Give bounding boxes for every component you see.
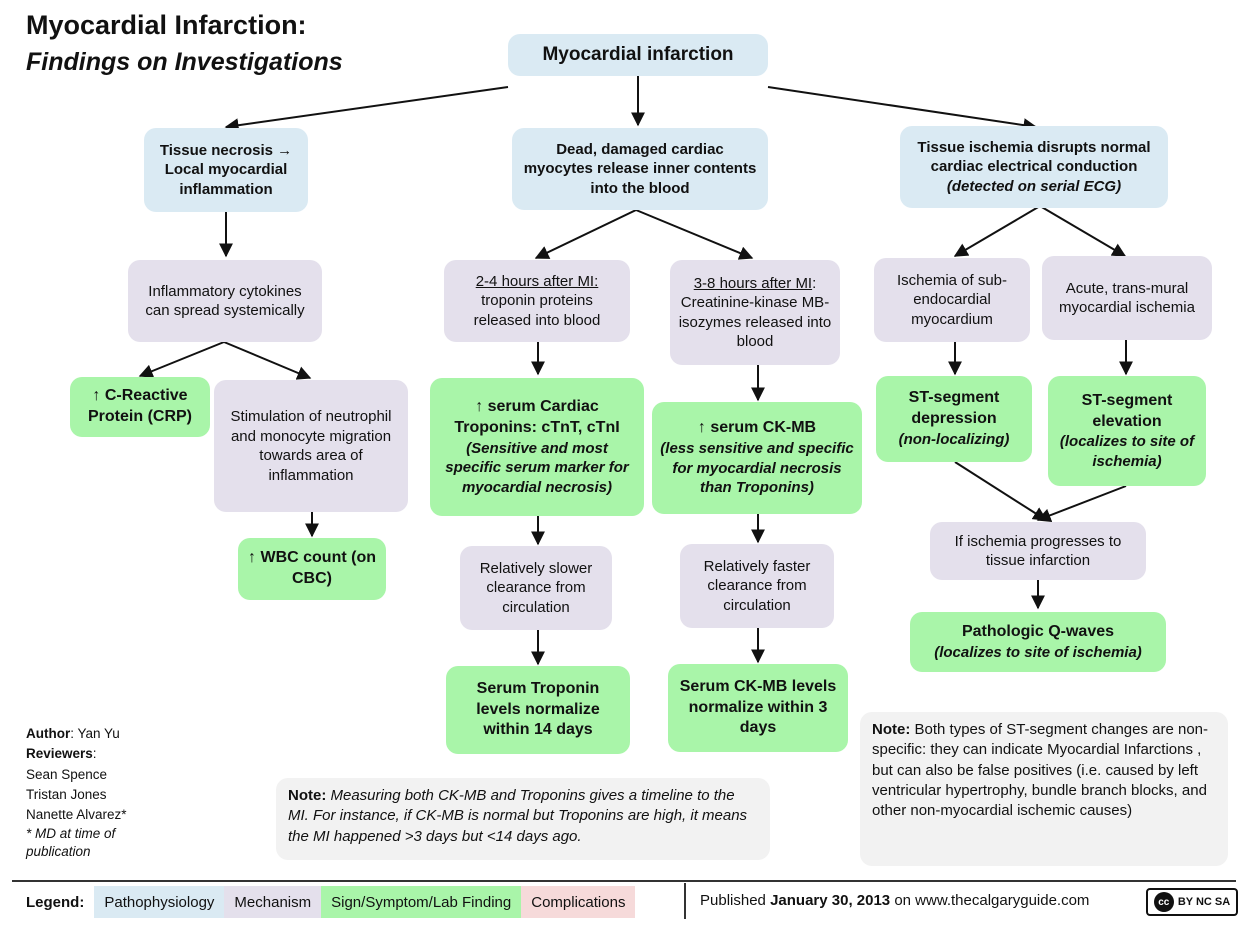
node-label: ST-segment depression	[908, 389, 1000, 428]
node-troponin-normalize: Serum Troponin levels normalize within 1…	[446, 666, 630, 754]
node-q-waves: Pathologic Q-waves (localizes to site of…	[910, 612, 1166, 672]
legend-item-sign-symptom: Sign/Symptom/Lab Finding	[321, 886, 522, 918]
note-text: Both types of ST-segment changes are non…	[872, 721, 1209, 819]
published-prefix: Published	[700, 892, 766, 909]
page-title: Myocardial Infarction:	[26, 10, 307, 40]
node-label: Tissue ischemia disrupts normal cardiac …	[917, 138, 1151, 176]
node-label: Relatively faster clearance from circula…	[703, 557, 811, 614]
node-ckmb-clearance: Relatively faster clearance from circula…	[680, 544, 834, 628]
note-text: Measuring both CK-MB and Troponins gives…	[288, 787, 748, 845]
reviewer-name: Nanette Alvarez*	[26, 807, 127, 822]
credits-footnote: * MD at time of publication	[26, 826, 116, 860]
node-label: Tissue necrosis → Local myocardial infla…	[159, 141, 293, 198]
node-label: ↑ C-Reactive Protein (CRP)	[88, 387, 192, 425]
legend-item-complications: Complications	[521, 886, 636, 918]
node-label: Serum CK-MB levels normalize within 3 da…	[679, 677, 837, 737]
node-label: Pathologic Q-waves	[961, 622, 1115, 640]
node-label: ↑ serum Cardiac Troponins: cTnT, cTnI	[454, 397, 620, 436]
note-label: Note:	[872, 721, 911, 738]
node-wbc-count: ↑ WBC count (on CBC)	[238, 538, 386, 600]
page-subtitle: Findings on Investigations	[26, 48, 343, 76]
node-label: Stimulation of neutrophil and monocyte m…	[230, 408, 392, 484]
node-neutrophil-migration: Stimulation of neutrophil and monocyte m…	[214, 380, 408, 512]
node-dead-myocytes: Dead, damaged cardiac myocytes release i…	[512, 128, 768, 210]
note-label: Note:	[288, 787, 327, 804]
node-label: Relatively slower clearance from circula…	[479, 559, 593, 616]
node-tissue-ischemia: Tissue ischemia disrupts normal cardiac …	[900, 126, 1168, 208]
node-serum-ckmb: ↑ serum CK-MB (less sensitive and specif…	[652, 402, 862, 514]
node-label: Inflammatory cytokines can spread system…	[145, 282, 305, 320]
node-ckmb-normalize: Serum CK-MB levels normalize within 3 da…	[668, 664, 848, 752]
note-st-changes: Note: Both types of ST-segment changes a…	[860, 712, 1228, 866]
legend: Legend: Pathophysiology Mechanism Sign/S…	[26, 886, 636, 918]
node-sublabel: (less sensitive and specific for myocard…	[660, 440, 854, 497]
legend-item-mechanism: Mechanism	[224, 886, 322, 918]
node-label: ↑ WBC count (on CBC)	[248, 549, 376, 587]
node-crp: ↑ C-Reactive Protein (CRP)	[70, 377, 210, 437]
node-troponin-clearance: Relatively slower clearance from circula…	[460, 546, 612, 630]
node-sublabel: (localizes to site of ischemia)	[1059, 433, 1195, 470]
creative-commons-badge[interactable]: cc BY NC SA	[1146, 888, 1238, 916]
node-st-depression: ST-segment depression (non-localizing)	[876, 376, 1032, 462]
node-label: Myocardial infarction	[542, 43, 734, 65]
node-sublabel: (non-localizing)	[898, 431, 1010, 449]
legend-item-pathophysiology: Pathophysiology	[94, 886, 225, 918]
node-tissue-necrosis: Tissue necrosis → Local myocardial infla…	[144, 128, 308, 212]
node-label: ↑ serum CK-MB	[697, 419, 817, 437]
author-label: Author	[26, 726, 71, 741]
footer-divider	[12, 880, 1236, 882]
published-date: January 30, 2013	[770, 892, 891, 909]
node-troponin-release: 2-4 hours after MI: troponin proteins re…	[444, 260, 630, 342]
node-subendocardial-ischemia: Ischemia of sub-endocardial myocardium	[874, 258, 1030, 342]
node-label: Ischemia of sub-endocardial myocardium	[896, 271, 1008, 328]
author-name: Yan Yu	[77, 726, 120, 741]
reviewers-label: Reviewers	[26, 746, 93, 762]
node-serum-troponins: ↑ serum Cardiac Troponins: cTnT, cTnI (S…	[430, 378, 644, 516]
node-label: Dead, damaged cardiac myocytes release i…	[523, 140, 757, 197]
node-label: If ischemia progresses to tissue infarct…	[954, 532, 1122, 570]
node-ckmb-release: 3-8 hours after MI: Creatinine-kinase MB…	[670, 260, 840, 365]
legend-label: Legend:	[26, 893, 85, 911]
node-time-label: 2-4 hours after MI:	[475, 272, 599, 290]
cc-icon: cc	[1153, 892, 1174, 912]
footer-separator	[684, 883, 686, 919]
reviewer-name: Sean Spence	[26, 766, 108, 782]
node-label: Acute, trans-mural myocardial ischemia	[1059, 279, 1195, 317]
node-st-elevation: ST-segment elevation (localizes to site …	[1048, 376, 1206, 486]
node-sublabel: (detected on serial ECG)	[946, 177, 1122, 195]
published-info: Published January 30, 2013 on www.thecal…	[700, 892, 1089, 909]
node-sublabel: (localizes to site of ischemia)	[934, 643, 1142, 661]
node-transmural-ischemia: Acute, trans-mural myocardial ischemia	[1042, 256, 1212, 340]
node-sublabel: (Sensitive and most specific serum marke…	[445, 439, 629, 496]
note-timeline: Note: Measuring both CK-MB and Troponins…	[276, 778, 770, 860]
node-inflammatory-cytokines: Inflammatory cytokines can spread system…	[128, 260, 322, 342]
node-label: ST-segment elevation	[1081, 391, 1173, 430]
reviewer-name: Tristan Jones	[26, 786, 107, 802]
published-site[interactable]: on www.thecalgaryguide.com	[894, 892, 1090, 909]
license-label: BY NC SA	[1177, 896, 1231, 908]
node-time-label: 3-8 hours after MI	[693, 274, 813, 292]
node-label: Creatinine-kinase MB-isozymes released i…	[678, 294, 832, 350]
node-tissue-infarction: If ischemia progresses to tissue infarct…	[930, 522, 1146, 580]
node-label: Serum Troponin levels normalize within 1…	[476, 679, 600, 739]
node-myocardial-infarction: Myocardial infarction	[508, 34, 768, 76]
node-label: troponin proteins released into blood	[473, 292, 601, 329]
credits: Author: Yan Yu Reviewers: Sean Spence Tr…	[26, 724, 146, 862]
